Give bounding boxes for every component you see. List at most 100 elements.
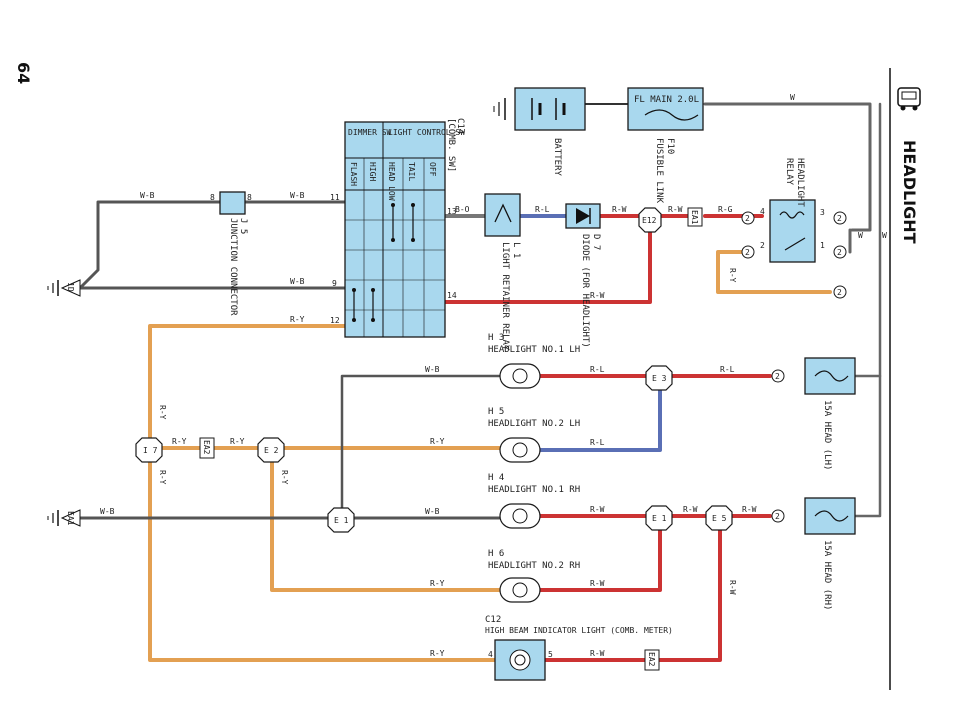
ea1-label: EA1	[690, 210, 699, 225]
c14-pin-9: 9	[332, 279, 337, 288]
h5-name: HEADLIGHT NO.2 LH	[488, 419, 580, 429]
connector-e2: E 2	[257, 437, 285, 463]
e12-label: E12	[642, 216, 657, 225]
wire-label-rw-8: R-W	[728, 580, 737, 595]
wire-label-rl-4: R-L	[590, 438, 605, 447]
connector-e3: E 3	[645, 365, 673, 391]
headlight-h3: H 3 HEADLIGHT NO.1 LH	[488, 333, 580, 389]
connector-e12: E12	[638, 207, 662, 233]
fuse-rh-pin-2: 2	[775, 512, 780, 521]
fuse-rh-label: 15A HEAD (RH)	[822, 540, 832, 610]
fuse-head-rh: 2 15A HEAD (RH)	[771, 497, 856, 610]
wire-ry-e2-h6	[270, 458, 502, 592]
wire-label-w-1: W	[790, 93, 795, 102]
relay-name: RELAY	[784, 158, 794, 186]
c12-pin-5: 5	[548, 650, 553, 659]
h6-name: HEADLIGHT NO.2 RH	[488, 561, 580, 571]
wire-label-ry-1: R-Y	[728, 268, 737, 283]
fusible-link-f10: FL MAIN 2.0L F10 FUSIBLE LINK	[627, 87, 704, 204]
wire-ry-relay	[716, 250, 832, 294]
d7-name: DIODE (FOR HEADLIGHT)	[580, 234, 590, 348]
wire-label-ry-9: R-Y	[430, 579, 445, 588]
connector-ea2-left: EA2	[199, 437, 215, 459]
relay-id: HEADLIGHT	[795, 158, 805, 207]
ground-1d-label: 1D	[66, 282, 75, 292]
ground-ea1-label: EA1	[66, 511, 75, 526]
pin-2-ry	[833, 285, 847, 299]
wire-label-rw-1: R-W	[668, 205, 683, 214]
f10-id: F10	[665, 138, 675, 154]
relay-pin-2a: 2	[837, 214, 842, 223]
h4-name: HEADLIGHT NO.1 RH	[488, 485, 580, 495]
ea2-right-label: EA2	[647, 652, 656, 667]
wire-label-rl-3: R-L	[720, 365, 735, 374]
c14-pin-13: 13	[447, 207, 457, 216]
fuse-lh-pin-2: 2	[775, 372, 780, 381]
wire-w-fuse-lh	[853, 102, 882, 378]
h6-id: H 6	[488, 549, 504, 559]
fuse-lh-label: 15A HEAD (LH)	[822, 400, 832, 470]
c12-name: HIGH BEAM INDICATOR LIGHT (COMB. METER)	[485, 626, 673, 635]
battery: BATTERY	[493, 87, 586, 177]
j5-pin-right: 8	[247, 193, 252, 202]
j5-name: JUNCTION CONNECTOR	[228, 218, 238, 316]
h4-id: H 4	[488, 473, 504, 483]
ground-ea1: EA1	[47, 509, 81, 527]
ground-1d: 1D	[47, 279, 81, 297]
wires	[78, 102, 882, 662]
wire-label-wb-2: W-B	[140, 191, 155, 200]
e1-bottom-label: E 1	[334, 516, 349, 525]
e3-label: E 3	[652, 374, 667, 383]
fuse-head-lh: 2 15A HEAD (LH)	[771, 357, 856, 470]
relay-pin-2d: 2	[745, 248, 750, 257]
wire-label-w-2: W	[882, 231, 887, 240]
wire-w-fuse-rh	[853, 374, 882, 518]
light-retainer-relay-l1: L 1 LIGHT RETAINER RELAY	[484, 193, 521, 351]
wire-label-rg: R-G	[718, 205, 733, 214]
connector-i7: I 7	[135, 437, 163, 463]
wire-wb-h3-e1	[340, 374, 502, 510]
headlight-relay: HEADLIGHT RELAY 2 2 2 2 3 1 4 2	[741, 158, 847, 263]
wire-label-rw-7: R-W	[590, 579, 605, 588]
wire-wb-j5-ground	[78, 200, 222, 290]
relay-pin-2c: 2	[745, 214, 750, 223]
h3-name: HEADLIGHT NO.1 LH	[488, 345, 580, 355]
relay-pin-2-label: 2	[760, 241, 765, 250]
wire-rw-e1-h6	[538, 526, 662, 592]
wire-label-w-3: W	[858, 231, 863, 240]
c14-pin-14: 14	[447, 291, 457, 300]
wire-label-rw-5: R-W	[683, 505, 698, 514]
c14-pin-11: 11	[330, 193, 340, 202]
wire-label-ry-8: R-Y	[280, 470, 289, 485]
wire-label-ry-6: R-Y	[158, 405, 167, 420]
wire-label-ry-3: R-Y	[430, 437, 445, 446]
page-number: 64	[14, 62, 33, 84]
c14-id: C14	[455, 118, 465, 134]
wire-label-ry-2: R-Y	[290, 315, 305, 324]
ea2-left-label: EA2	[202, 440, 211, 455]
e5-label: E 5	[712, 514, 727, 523]
relay-pin-1-label: 1	[820, 241, 825, 250]
pos-high: HIGH	[368, 162, 377, 181]
wire-rw-e5-c12	[653, 526, 722, 662]
relay-pin-2b: 2	[837, 248, 842, 257]
c14-name: [COMB. SW]	[446, 118, 456, 172]
fl-main-label: FL MAIN 2.0L	[634, 95, 699, 105]
wire-ry-c14-i7	[148, 324, 347, 442]
connector-e1-top: E 1	[645, 505, 673, 531]
e1-top-label: E 1	[652, 514, 667, 523]
c12-id: C12	[485, 615, 501, 625]
battery-label: BATTERY	[552, 138, 562, 177]
wire-w-top	[703, 102, 872, 232]
pos-tail: TAIL	[407, 162, 416, 181]
wire-label-ry-7: R-Y	[158, 470, 167, 485]
f10-name: FUSIBLE LINK	[654, 138, 664, 204]
relay-pin-4-label: 4	[760, 207, 765, 216]
connector-ea2-right: EA2	[644, 649, 660, 671]
ground-icon	[493, 98, 506, 120]
connector-e1-bottom: E 1	[327, 507, 355, 533]
wire-label-ry-5: R-Y	[172, 437, 187, 446]
wire-label-rw-2: R-W	[612, 205, 627, 214]
wire-label-wb-1: W-B	[290, 191, 305, 200]
